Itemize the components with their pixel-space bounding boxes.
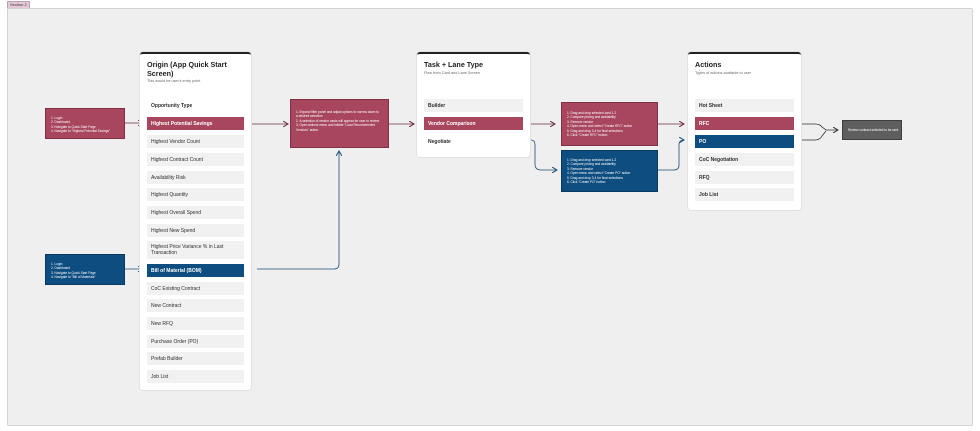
- note-po-flow: 1. Drag and drop selected card 1-2 2. Co…: [561, 150, 658, 192]
- task-title: Task + Lane Type: [424, 60, 484, 69]
- row-rfq[interactable]: RFQ: [695, 171, 794, 184]
- row-coc-existing-contract[interactable]: CoC Existing Contract: [147, 282, 244, 295]
- origin-subtitle: This would be user's entry point: [147, 79, 201, 83]
- origin-title: Origin (App Quick Start Screen): [147, 60, 227, 78]
- row-job-list[interactable]: Job List: [147, 370, 244, 383]
- connector-task-po: [530, 139, 557, 170]
- opportunity-type-header: Opportunity Type: [151, 102, 193, 109]
- connector-rfc-review: [795, 123, 838, 130]
- row-prefab-builder[interactable]: Prefab Builder: [147, 352, 244, 365]
- row-highest-overall-spend[interactable]: Highest Overall Spend: [147, 206, 244, 219]
- row-highest-potential-savings[interactable]: Highest Potential Savings: [147, 117, 244, 130]
- note-login-bom: 1. Login 2. Dashboard 3. Navigate to Qui…: [45, 254, 125, 285]
- note-filter-panel: 1. Expand filter panel and adjust option…: [290, 99, 389, 148]
- task-subtitle: Flow from Card and Lane Screen: [424, 71, 480, 75]
- row-highest-new-spend[interactable]: Highest New Spend: [147, 224, 244, 237]
- row-builder[interactable]: Builder: [424, 99, 523, 112]
- task-card: Task + Lane Type Flow from Card and Lane…: [417, 52, 530, 157]
- row-rfc[interactable]: RFC: [695, 117, 794, 130]
- note-login-savings: 1. Login 2. Dashboard 3. Navigate to Qui…: [45, 108, 125, 139]
- actions-title: Actions: [695, 60, 722, 69]
- row-availability-risk[interactable]: Availability Risk: [147, 171, 244, 184]
- note-rfc-flow: 1. Drag and drop selected card 1-2 2. Co…: [561, 102, 658, 146]
- origin-card: Origin (App Quick Start Screen) This wou…: [140, 52, 251, 390]
- row-negotiate[interactable]: Negotiate: [428, 138, 451, 145]
- row-po[interactable]: PO: [695, 135, 794, 148]
- actions-subtitle: Types of actions available to user: [695, 71, 752, 75]
- connector-po-review: [795, 130, 827, 141]
- row-highest-quantity[interactable]: Highest Quantity: [147, 188, 244, 201]
- row-highest-price-variance[interactable]: Highest Price Variance % in Last Transac…: [147, 241, 244, 259]
- row-coc-negotiation[interactable]: CoC Negotiation: [695, 153, 794, 166]
- row-highest-vendor-count[interactable]: Highest Vendor Count: [147, 135, 244, 148]
- note-review-contract: Review contract selected to be sent: [842, 120, 902, 140]
- row-vendor-comparison[interactable]: Vendor Comparison: [424, 117, 523, 130]
- row-hot-sheet[interactable]: Hot Sheet: [695, 99, 794, 112]
- row-action-job-list[interactable]: Job List: [695, 188, 794, 201]
- row-bill-of-material[interactable]: Bill of Material (BOM): [147, 264, 244, 277]
- row-new-contract[interactable]: New Contract: [147, 299, 244, 312]
- connector-bom-filter: [257, 151, 339, 270]
- row-new-rfq[interactable]: New RFQ: [147, 317, 244, 330]
- connector-po-actions: [658, 140, 684, 171]
- actions-card: Actions Types of actions available to us…: [688, 52, 801, 210]
- row-purchase-order[interactable]: Purchase Order (PO): [147, 335, 244, 348]
- row-highest-contract-count[interactable]: Highest Contract Count: [147, 153, 244, 166]
